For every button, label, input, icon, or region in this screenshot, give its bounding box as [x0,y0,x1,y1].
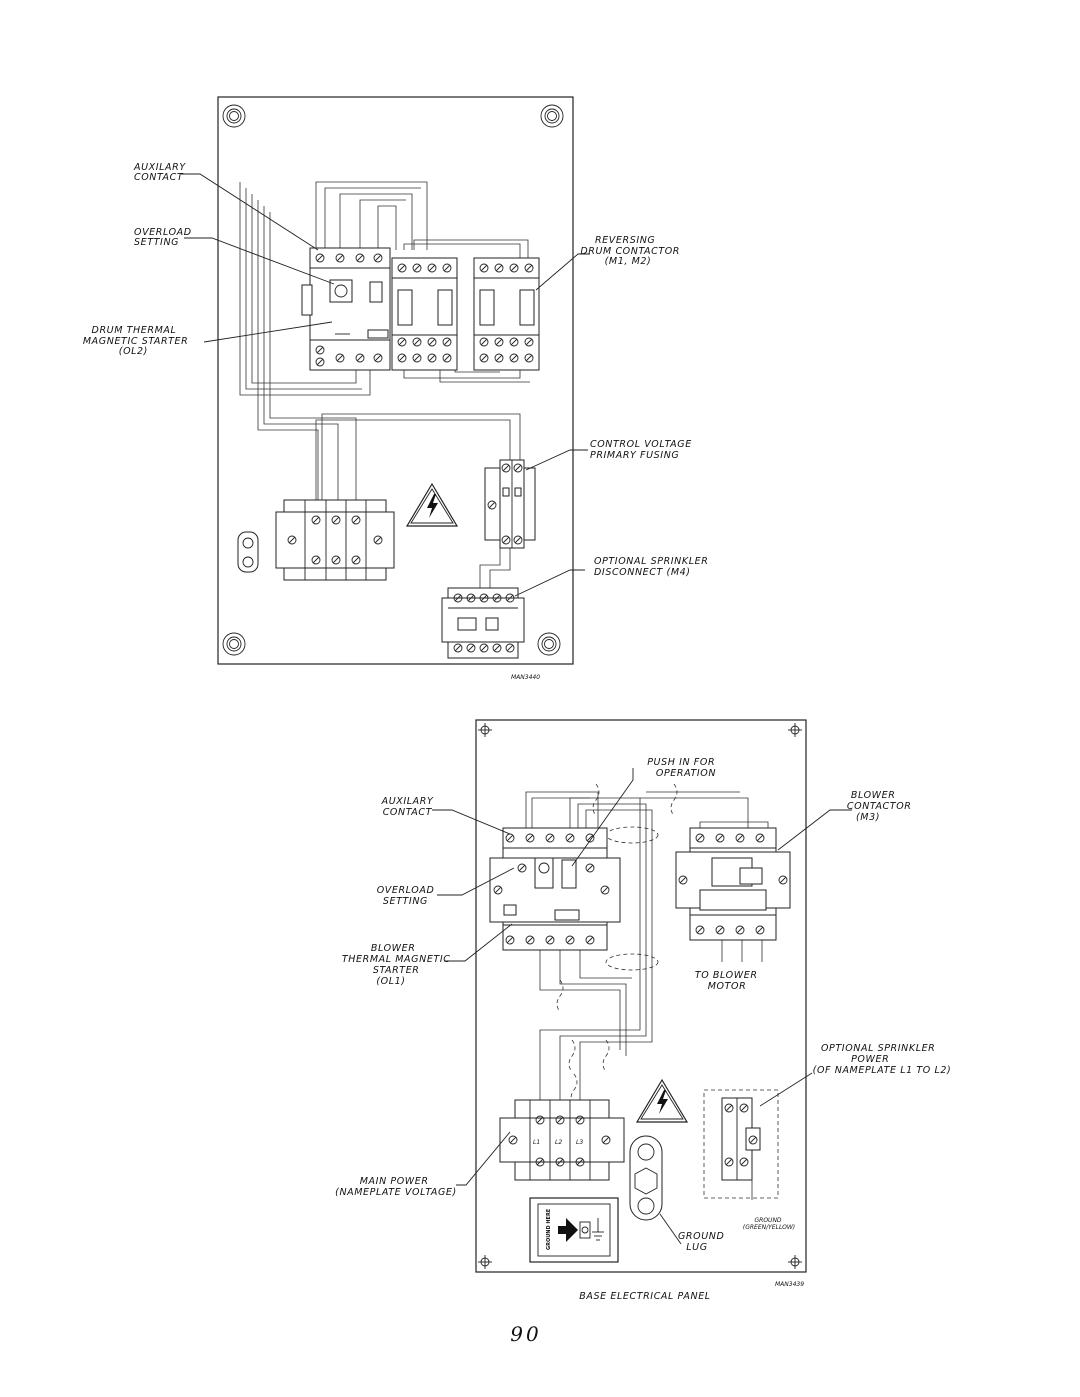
label-overload-setting: OVERLOAD SETTING [134,227,195,248]
label-auxilary-contact: AUXILARY CONTACT [133,162,189,183]
top-wiring [239,181,530,590]
label-blower-starter: BLOWER THERMAL MAGNETIC STARTER (OL1) [342,943,454,987]
panel-caption: BASE ELECTRICAL PANEL [579,1291,710,1302]
power-distribution-block [275,499,395,581]
label-drum-starter: DRUM THERMAL MAGNETIC STARTER (OL2) [83,325,192,357]
drawing-id-bottom: MAN3439 [775,1281,804,1288]
mounting-hole [787,722,803,738]
terminal-label: L3 [576,1139,583,1146]
drum-thermal-starter [301,247,391,371]
ground-lug [629,1135,663,1221]
blower-contactor [675,827,791,941]
blower-thermal-starter [489,827,621,951]
top-leaders [181,173,590,597]
top-panel-outline [217,96,574,665]
label-to-blower-motor: TO BLOWER MOTOR [695,970,761,992]
label-ground-lug: GROUND LUG [678,1231,728,1253]
lug [237,531,259,573]
warning-icon [636,1079,688,1123]
sprinkler-disconnect [441,587,525,659]
bottom-leaders [432,768,852,1245]
main-power-block: L1 L2 L3 [499,1099,625,1181]
label-auxilary-contact-bottom: AUXILARY CONTACT [381,796,437,818]
control-voltage-fusing [484,459,536,549]
terminal-label: L2 [555,1139,562,1146]
mounting-hole [477,1254,493,1270]
sprinkler-power-block [703,1089,779,1199]
bottom-panel: L1 L2 L3 GROUND HERE [335,719,952,1302]
mounting-hole [787,1254,803,1270]
label-main-power: MAIN POWER (NAMEPLATE VOLTAGE) [335,1176,457,1198]
label-overload-setting-bottom: OVERLOAD SETTING [377,885,438,907]
mounting-bolt [540,104,564,128]
mounting-bolt [537,632,561,656]
warning-icon [406,483,458,527]
label-ground-wire: GROUND (GREEN/YELLOW) [743,1217,795,1231]
label-blower-contactor: BLOWER CONTACTOR (M3) [847,790,915,823]
drawing-id-top: MAN3440 [511,674,540,681]
mounting-bolt [222,632,246,656]
mounting-bolt [222,104,246,128]
terminal-label: L1 [533,1139,540,1146]
label-control-fusing: CONTROL VOLTAGE PRIMARY FUSING [590,439,695,461]
page-number: 90 [510,1322,541,1346]
mounting-hole [477,722,493,738]
label-reversing-contactor: REVERSING DRUM CONTACTOR (M1, M2) [580,235,683,267]
top-panel: AUXILARY CONTACT OVERLOAD SETTING DRUM T… [83,96,712,681]
bottom-panel-outline [475,719,807,1273]
ground-here-sign: GROUND HERE [529,1197,619,1263]
label-push-in: PUSH IN FOR OPERATION [647,757,719,779]
reversing-drum-contactor [391,257,540,371]
label-sprinkler-power: OPTIONAL SPRINKLER POWER (OF NAMEPLATE L… [813,1043,952,1076]
ground-here-text: GROUND HERE [546,1208,552,1250]
label-sprinkler-disconnect: OPTIONAL SPRINKLER DISCONNECT (M4) [594,556,712,578]
